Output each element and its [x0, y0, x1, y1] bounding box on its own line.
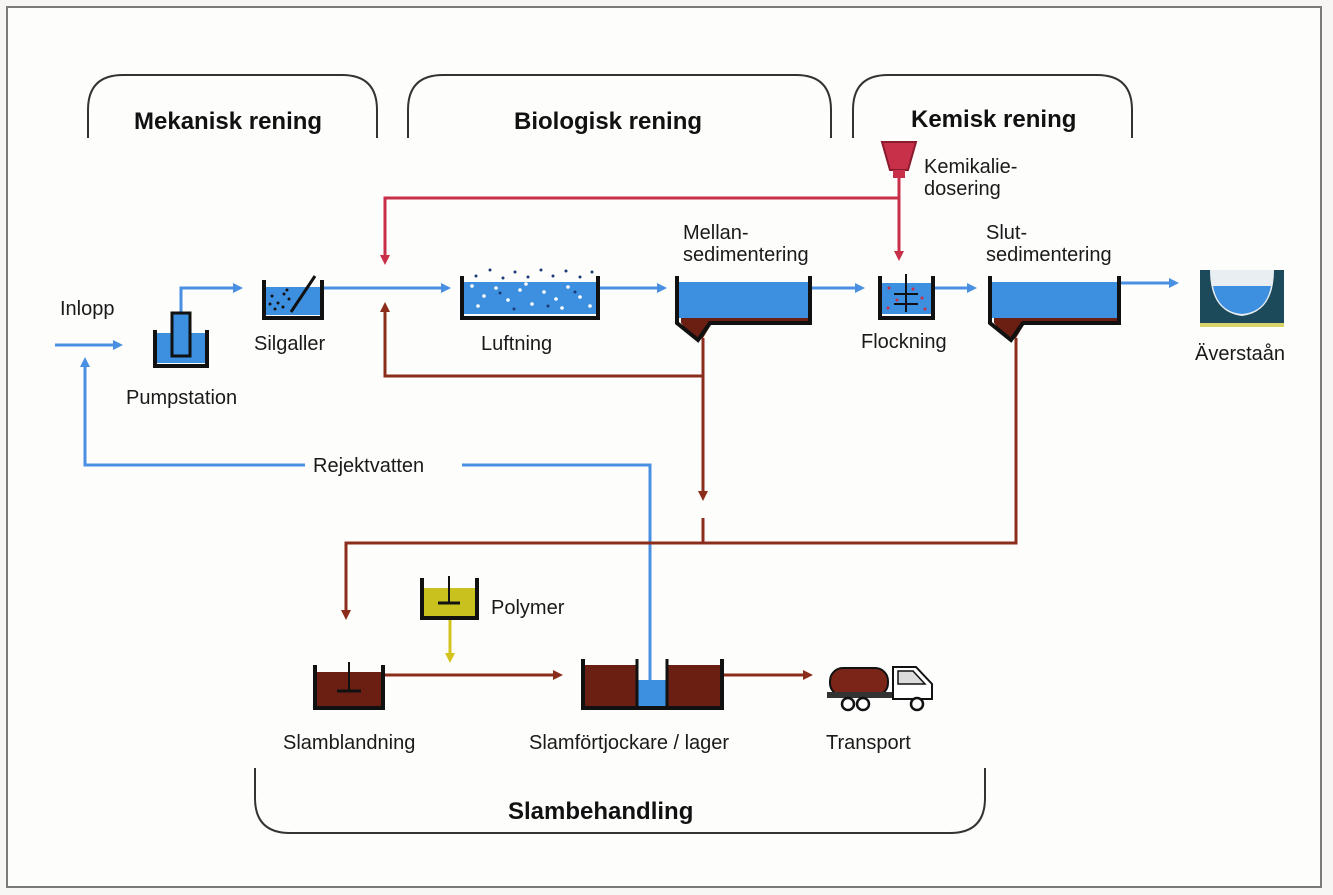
- mechanical-bracket: [87, 74, 378, 138]
- diagram-frame: [6, 6, 1322, 888]
- label-flocculation: Flockning: [861, 331, 947, 353]
- aeration-tank-icon: [460, 268, 600, 320]
- label-primary-sedimentation: Mellan- sedimentering: [683, 222, 809, 266]
- sludge-lines: [341, 302, 1018, 680]
- primary-sedimentation-tank-icon: [675, 276, 812, 343]
- section-sludge-title: Slambehandling: [508, 798, 694, 825]
- label-polymer: Polymer: [491, 597, 565, 619]
- truck-icon: [827, 666, 933, 712]
- label-final-sedimentation: Slut- sedimentering: [986, 222, 1112, 266]
- biological-bracket: [407, 74, 832, 138]
- sludge-thickener-icon: [581, 659, 724, 710]
- sludge-mixing-tank-icon: [313, 662, 385, 710]
- sludge-bracket: [254, 768, 986, 834]
- section-chemical-title: Kemisk rening: [911, 106, 1077, 133]
- label-sludge-mixing: Slamblandning: [283, 732, 416, 754]
- river-icon: [1200, 270, 1284, 327]
- label-sludge-thickener: Slamförtjockare / lager: [529, 732, 730, 754]
- air-bubbles: [470, 282, 592, 310]
- label-pump-station: Pumpstation: [126, 387, 238, 409]
- label-chemical-dosing: Kemikalie- dosering: [924, 156, 1018, 200]
- label-inlet: Inlopp: [60, 298, 115, 320]
- reject-water-line: [80, 357, 652, 682]
- screen-icon: [262, 275, 324, 320]
- section-mechanical-title: Mekanisk rening: [134, 108, 323, 135]
- polymer-tank-icon: [420, 576, 479, 620]
- pump-station-icon: [153, 311, 209, 368]
- label-screen: Silgaller: [254, 333, 326, 355]
- final-sedimentation-tank-icon: [988, 276, 1121, 343]
- label-aeration: Luftning: [481, 333, 553, 355]
- chemical-line: [380, 178, 904, 265]
- label-transport: Transport: [826, 732, 911, 754]
- chemical-dosing-hopper-icon: [880, 141, 918, 178]
- label-receiving-water: Äverstaån: [1195, 343, 1286, 365]
- section-biological-title: Biologisk rening: [514, 108, 703, 135]
- water-flow: [55, 278, 1179, 350]
- label-reject-water: Rejektvatten: [313, 455, 425, 477]
- flocculation-tank-icon: [878, 274, 935, 320]
- chemical-bracket: [852, 74, 1133, 138]
